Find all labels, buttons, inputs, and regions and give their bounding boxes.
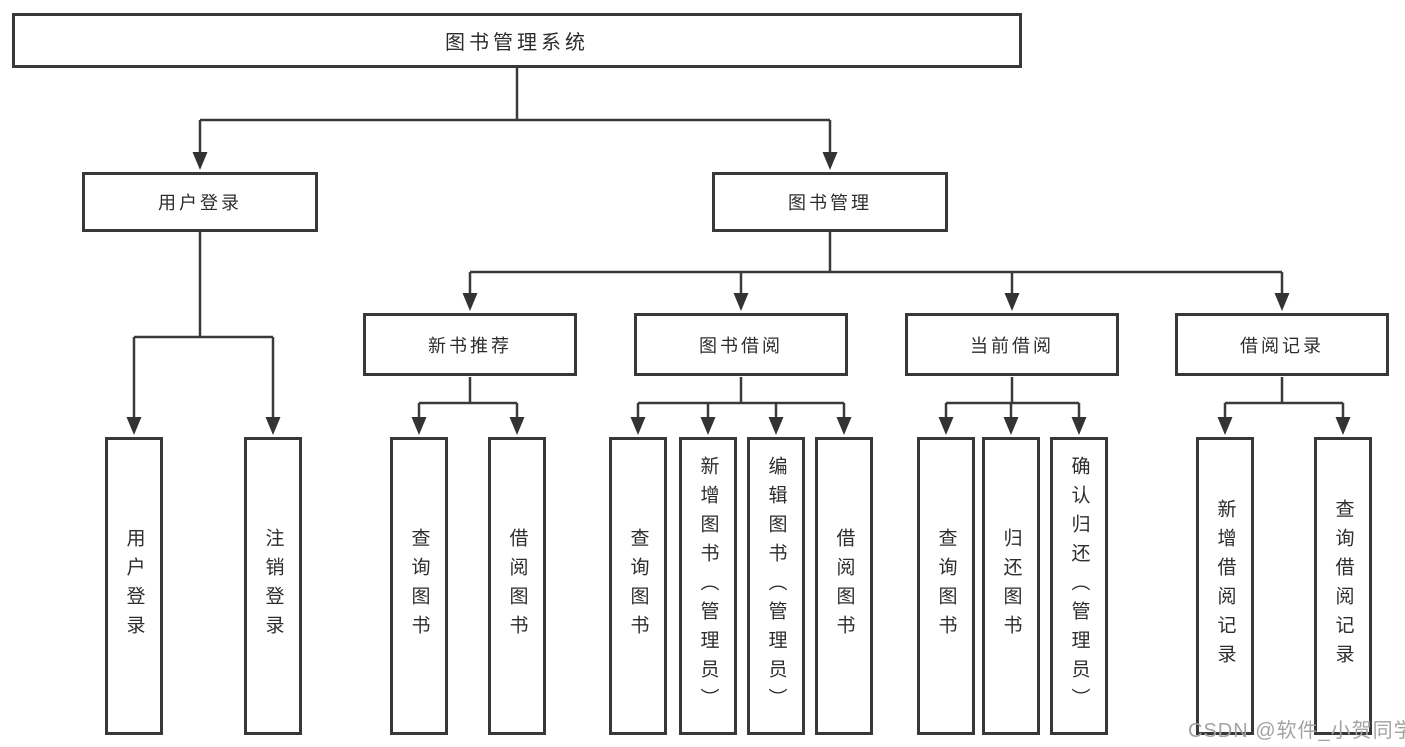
node-label: 借阅图书 (506, 528, 528, 644)
node-label: 注销登录 (262, 528, 284, 644)
node-current-borrowing: 当前借阅 (905, 313, 1119, 376)
node-label: 图书管理 (788, 193, 872, 213)
node-label: 借阅记录 (1240, 335, 1324, 356)
leaf-logout-login: 注销登录 (244, 437, 302, 735)
node-label: 当前借阅 (970, 335, 1054, 356)
leaf-borrowing-borrow-books: 借阅图书 (815, 437, 873, 735)
node-label: 查询图书 (935, 528, 957, 644)
node-library-management-system: 图书管理系统 (12, 13, 1022, 68)
node-label: 归还图书 (1000, 528, 1022, 644)
node-label: 查询图书 (627, 528, 649, 644)
node-label: 用户登录 (123, 528, 145, 644)
node-label: 新书推荐 (428, 335, 512, 356)
node-label: 新增图书（管理员） (697, 455, 719, 717)
leaf-confirm-return-admin: 确认归还（管理员） (1050, 437, 1108, 735)
node-label: 借阅图书 (833, 528, 855, 644)
node-label: 图书管理系统 (445, 32, 589, 54)
node-book-management: 图书管理 (712, 172, 948, 232)
node-label: 新增借阅记录 (1214, 499, 1236, 673)
node-label: 编辑图书（管理员） (765, 455, 787, 717)
leaf-borrowing-query-books: 查询图书 (609, 437, 667, 735)
leaf-recommend-query-books: 查询图书 (390, 437, 448, 735)
leaf-query-borrow-record: 查询借阅记录 (1314, 437, 1372, 735)
leaf-edit-book-admin: 编辑图书（管理员） (747, 437, 805, 735)
leaf-current-query-books: 查询图书 (917, 437, 975, 735)
node-label: 用户登录 (158, 193, 242, 213)
node-borrowing-records: 借阅记录 (1175, 313, 1389, 376)
node-label: 查询图书 (408, 528, 430, 644)
node-label: 查询借阅记录 (1332, 499, 1354, 673)
leaf-add-borrow-record: 新增借阅记录 (1196, 437, 1254, 735)
node-label: 图书借阅 (699, 335, 783, 356)
leaf-user-login: 用户登录 (105, 437, 163, 735)
node-user-login: 用户登录 (82, 172, 318, 232)
leaf-return-books: 归还图书 (982, 437, 1040, 735)
node-label: 确认归还（管理员） (1068, 455, 1090, 717)
leaf-add-book-admin: 新增图书（管理员） (679, 437, 737, 735)
node-new-book-recommend: 新书推荐 (363, 313, 577, 376)
leaf-recommend-borrow-books: 借阅图书 (488, 437, 546, 735)
node-book-borrowing: 图书借阅 (634, 313, 848, 376)
arrowheads (126, 152, 1351, 435)
